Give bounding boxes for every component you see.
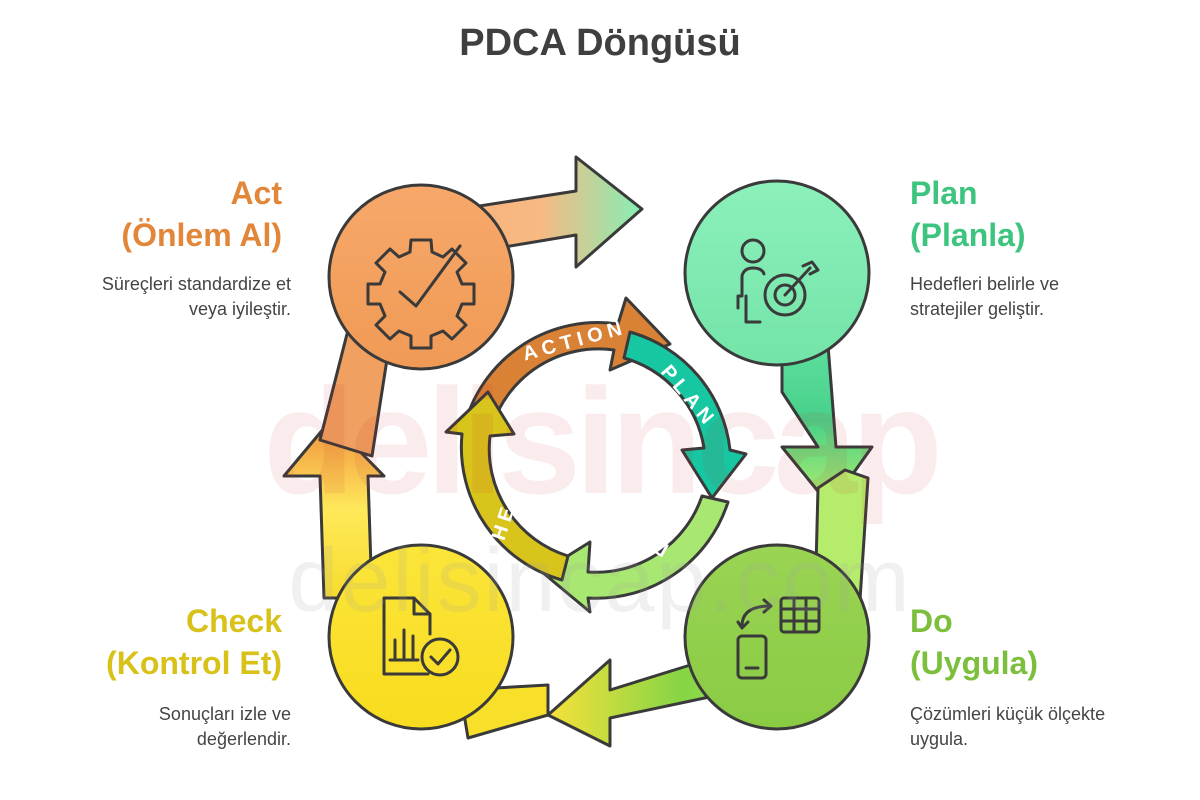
do-title: Do (Uygula) — [910, 600, 1038, 684]
plan-title-line1: Plan — [910, 175, 978, 211]
check-desc-line2: değerlendir. — [196, 729, 291, 749]
act-title: Act (Önlem Al) — [121, 172, 282, 256]
check-title-line2: (Kontrol Et) — [106, 645, 282, 681]
person-target-icon — [736, 238, 820, 324]
act-desc-line1: Süreçleri standardize et — [101, 274, 291, 294]
check-title: Check (Kontrol Et) — [106, 600, 282, 684]
do-desc-line1: Çözümleri küçük ölçekte — [910, 704, 1106, 724]
plan-description: Hedefleri belirle ve stratejiler gelişti… — [910, 272, 1059, 322]
inner-label-do: DO — [627, 522, 673, 561]
act-desc-line2: veya iyileştir. — [188, 299, 291, 319]
gear-check-icon — [366, 238, 476, 350]
check-description: Sonuçları izle ve değerlendir. — [159, 702, 291, 752]
arrow-check-to-act — [282, 419, 386, 600]
circle-plan — [683, 179, 871, 367]
check-desc-line1: Sonuçları izle ve — [158, 704, 291, 724]
page-title: PDCA Döngüsü — [459, 22, 741, 64]
plan-title-line2: (Planla) — [910, 217, 1026, 253]
act-title-line2: (Önlem Al) — [121, 217, 282, 253]
act-title-line1: Act — [230, 175, 282, 211]
circle-do — [683, 543, 871, 731]
do-desc-line2: uygula. — [910, 729, 969, 749]
inner-segment-plan — [622, 330, 748, 500]
plan-title: Plan (Planla) — [910, 172, 1026, 256]
circle-act — [327, 183, 515, 371]
inner-segment-do — [540, 494, 730, 614]
inner-segment-action — [464, 296, 672, 428]
inner-cycle: ACTION PLAN DO CHECK — [444, 296, 748, 614]
circle-check — [327, 543, 515, 731]
check-title-line1: Check — [185, 603, 282, 639]
do-title-line2: (Uygula) — [910, 645, 1038, 681]
do-description: Çözümleri küçük ölçekte uygula. — [910, 702, 1105, 752]
plan-desc-line2: stratejiler geliştir. — [910, 299, 1045, 319]
act-description: Süreçleri standardize et veya iyileştir. — [102, 272, 291, 322]
plan-desc-line1: Hedefleri belirle ve — [910, 274, 1060, 294]
report-check-icon — [382, 596, 460, 677]
do-title-line1: Do — [910, 603, 953, 639]
inner-segment-check — [444, 390, 570, 582]
mobile-table-icon — [736, 596, 821, 680]
